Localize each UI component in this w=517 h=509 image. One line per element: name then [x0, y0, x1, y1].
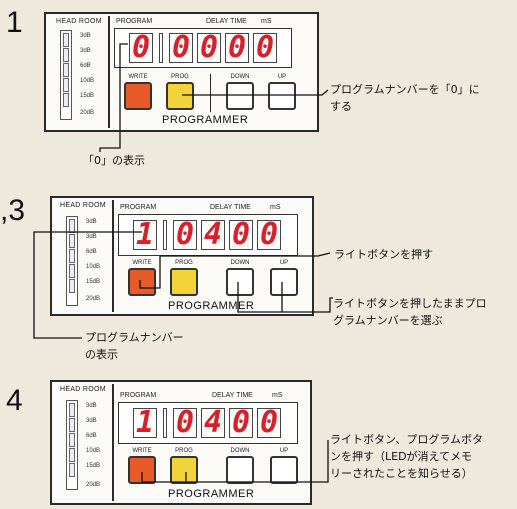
ms-label: mS	[270, 204, 281, 211]
up-button[interactable]	[270, 268, 298, 296]
up-button[interactable]	[270, 456, 298, 484]
db-label: 15dB	[86, 463, 101, 469]
program-digit: 1	[133, 408, 157, 438]
step-number-4: 4	[6, 384, 23, 417]
prog-label: PROG	[175, 260, 193, 266]
ms-label: mS	[272, 392, 283, 399]
delay-digit: 0	[173, 220, 197, 250]
headroom-meter	[66, 400, 78, 490]
programmer-panel-3: HEAD ROOM 3dB 3dB 6dB 10dB 15dB 20dB PRO…	[50, 380, 312, 505]
db-label: 3dB	[86, 234, 97, 240]
prog-label: PROG	[175, 448, 193, 454]
programmer-panel-1: HEAD ROOM 3dB 3dB 6dB 10dB 15dB 20dB PRO…	[44, 12, 319, 132]
db-label: 20dB	[86, 482, 101, 488]
db-label: 3dB	[80, 48, 91, 54]
step-number-1: 1	[6, 6, 23, 39]
down-label: DOWN	[230, 260, 250, 266]
db-label: 3dB	[80, 33, 91, 39]
delay-digit: 0	[257, 220, 281, 250]
note-write-prog-press: ライトボタン、プログラムボタ ンを押す（LEDが消えてメモ リーされたことを知ら…	[330, 433, 484, 480]
delay-digit: 0	[253, 33, 277, 63]
delay-digit: 0	[229, 220, 253, 250]
db-label: 20dB	[86, 296, 101, 302]
note-display-zero: 「0」の表示	[83, 154, 145, 167]
programmer-panel-2: HEAD ROOM 3dB 3dB 6dB 10dB 15dB 20dB PRO…	[50, 196, 314, 316]
divider	[108, 16, 110, 128]
db-label: 10dB	[86, 448, 101, 454]
write-label: WRITE	[132, 260, 152, 266]
prog-button[interactable]	[170, 268, 198, 296]
down-label: DOWN	[230, 74, 250, 80]
up-label: UP	[277, 74, 287, 80]
headroom-meter	[66, 216, 78, 306]
delay-time-label: DELAY TIME	[210, 204, 251, 211]
divider	[112, 384, 114, 501]
db-label: 3dB	[86, 403, 97, 409]
delay-digit: 0	[229, 408, 253, 438]
down-button[interactable]	[226, 456, 254, 484]
divider	[210, 74, 211, 112]
head-room-label: HEAD ROOM	[56, 18, 102, 25]
divider	[112, 200, 114, 312]
headroom-meter	[60, 30, 72, 120]
db-label: 6dB	[80, 63, 91, 69]
led-display: 1 0 4 0 0	[118, 402, 298, 444]
note-program-display: プログラムナンバー の表示	[85, 331, 184, 361]
up-label: UP	[279, 260, 289, 266]
program-digit: 0	[129, 33, 153, 63]
write-label: WRITE	[132, 448, 152, 454]
down-label: DOWN	[230, 448, 250, 454]
delay-digit: 0	[257, 408, 281, 438]
db-label: 6dB	[86, 433, 97, 439]
db-label: 10dB	[80, 78, 95, 84]
program-label: PROGRAM	[120, 392, 157, 399]
delay-digit: 0	[197, 33, 221, 63]
down-button[interactable]	[226, 268, 254, 296]
programmer-label: PROGRAMMER	[162, 114, 249, 126]
program-label: PROGRAM	[116, 18, 153, 25]
write-button[interactable]	[124, 82, 152, 110]
head-room-label: HEAD ROOM	[60, 386, 106, 393]
write-button[interactable]	[128, 268, 156, 296]
db-label: 20dB	[80, 110, 95, 116]
note-updown-select: ライトボタンを押したままプロ グラムナンバーを選ぶ	[333, 297, 487, 327]
up-button[interactable]	[268, 82, 296, 110]
led-display: 0 0 0 0 0	[114, 28, 292, 68]
delay-digit: 4	[201, 408, 225, 438]
ms-label: mS	[261, 18, 272, 25]
note-prog-zero: プログラムナンバーを「0」に する	[330, 83, 480, 113]
program-digit: 1	[133, 220, 157, 250]
db-label: 6dB	[86, 249, 97, 255]
write-button[interactable]	[128, 456, 156, 484]
db-label: 15dB	[80, 93, 95, 99]
prog-label: PROG	[171, 74, 189, 80]
down-button[interactable]	[226, 82, 254, 110]
delay-digit: 0	[225, 33, 249, 63]
delay-time-label: DELAY TIME	[206, 18, 247, 25]
program-label: PROGRAM	[120, 204, 157, 211]
note-write-press: ライトボタンを押す	[334, 248, 433, 261]
prog-button[interactable]	[170, 456, 198, 484]
step-number-3: ,3	[0, 194, 26, 227]
delay-digit: 0	[169, 33, 193, 63]
db-label: 15dB	[86, 279, 101, 285]
led-display: 1 0 4 0 0	[118, 214, 298, 256]
write-label: WRITE	[128, 74, 148, 80]
delay-time-label: DELAY TIME	[212, 392, 253, 399]
head-room-label: HEAD ROOM	[60, 202, 106, 209]
up-label: UP	[279, 448, 289, 454]
db-label: 3dB	[86, 219, 97, 225]
db-label: 3dB	[86, 418, 97, 424]
db-label: 10dB	[86, 264, 101, 270]
programmer-label: PROGRAMMER	[168, 488, 255, 500]
programmer-label: PROGRAMMER	[168, 300, 255, 312]
delay-digit: 0	[173, 408, 197, 438]
delay-digit: 4	[201, 220, 225, 250]
prog-button[interactable]	[166, 82, 194, 110]
